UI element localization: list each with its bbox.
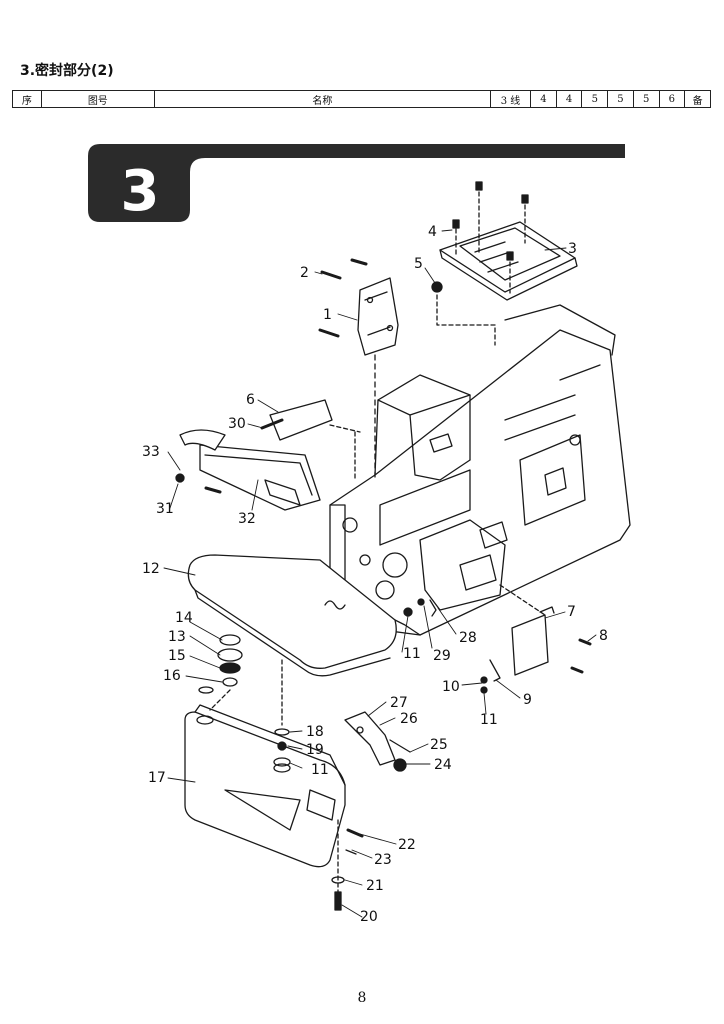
side-cover-plate — [318, 258, 399, 481]
callout-19: 19 — [306, 742, 324, 758]
col-header-index: 序 — [12, 90, 42, 108]
mount-fasteners — [273, 659, 291, 767]
callout-24: 24 — [434, 757, 452, 773]
looper-cover-assembly — [175, 399, 361, 511]
section-badge — [88, 144, 625, 222]
callout-4: 4 — [428, 224, 437, 240]
callout-14: 14 — [175, 610, 193, 626]
col-header-5b: 5 — [607, 90, 634, 108]
col-header-4b: 4 — [555, 90, 583, 108]
machine-body — [329, 304, 631, 636]
callout-labels: 1 2 3 4 5 6 7 8 9 10 11 11 11 11 12 13 1… — [142, 224, 608, 925]
callout-33: 33 — [142, 444, 160, 460]
col-header-5c: 5 — [632, 90, 660, 108]
support-stack — [198, 634, 243, 711]
callout-9: 9 — [523, 692, 532, 708]
callout-26: 26 — [400, 711, 418, 727]
page-number: 8 — [357, 990, 367, 1006]
leader-lines — [163, 229, 597, 918]
callout-13: 13 — [168, 629, 186, 645]
callout-12: 12 — [142, 561, 160, 577]
parts-table-header: 序 图号 名称 3 线 4 4 5 5 5 6 备 — [12, 90, 711, 108]
col-header-3-thread: 3 线 — [489, 90, 532, 108]
callout-31: 31 — [156, 501, 174, 517]
col-header-4a: 4 — [530, 90, 557, 108]
callout-17: 17 — [148, 770, 166, 786]
col-header-remarks: 备 — [684, 90, 711, 108]
callout-25: 25 — [430, 737, 448, 753]
callout-11a: 11 — [480, 712, 498, 728]
callout-11b: 11 — [403, 646, 421, 662]
callout-16: 16 — [163, 668, 181, 684]
callout-11c: 11 — [311, 762, 329, 778]
section-title: 3.密封部分(2) — [20, 63, 114, 79]
col-header-6: 6 — [658, 90, 686, 108]
linkage-assembly — [344, 598, 437, 772]
callout-23: 23 — [374, 852, 392, 868]
col-header-name: 名称 — [153, 90, 491, 108]
col-header-5a: 5 — [581, 90, 609, 108]
callout-32: 32 — [238, 511, 256, 527]
side-bracket — [480, 584, 592, 694]
waste-chute-box — [184, 704, 346, 868]
top-cover-plate — [431, 181, 578, 346]
callout-28: 28 — [459, 630, 477, 646]
exploded-parts-diagram: 3 1 2 3 4 5 6 7 8 9 10 11 11 11 11 12 13… — [88, 144, 631, 925]
callout-1: 1 — [323, 307, 332, 323]
callout-5: 5 — [414, 256, 423, 272]
callout-15: 15 — [168, 648, 186, 664]
bottom-hardware — [331, 819, 364, 911]
section-badge-number: 3 — [121, 159, 160, 224]
callout-6: 6 — [246, 392, 255, 408]
callout-27: 27 — [390, 695, 408, 711]
callout-21: 21 — [366, 878, 384, 894]
callout-22: 22 — [398, 837, 416, 853]
callout-2: 2 — [300, 265, 309, 281]
callout-18: 18 — [306, 724, 324, 740]
col-header-part-number: 图号 — [40, 90, 155, 108]
callout-20: 20 — [360, 909, 378, 925]
callout-29: 29 — [433, 648, 451, 664]
callout-30: 30 — [228, 416, 246, 432]
callout-7: 7 — [567, 604, 576, 620]
callout-10: 10 — [442, 679, 460, 695]
callout-8: 8 — [599, 628, 608, 644]
cloth-plate — [187, 554, 397, 677]
callout-3: 3 — [568, 241, 577, 257]
